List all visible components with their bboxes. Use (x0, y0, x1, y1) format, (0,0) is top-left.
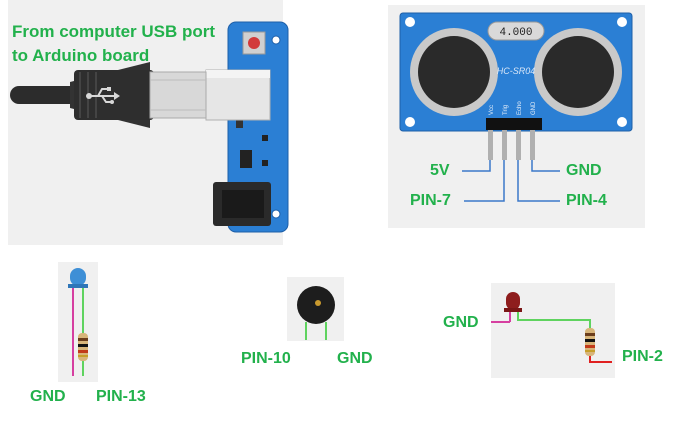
arduino-board (213, 21, 289, 233)
leader-vcc (462, 160, 491, 172)
label-gnd-blue-led: GND (30, 388, 66, 405)
leader-echo (517, 160, 560, 202)
label-gnd-buzzer: GND (337, 350, 373, 367)
usb-icon (86, 87, 120, 104)
label-pin-7: PIN-7 (410, 192, 451, 209)
label-pin-2: PIN-2 (622, 348, 663, 365)
label-gnd-sensor: GND (566, 162, 602, 179)
buzzer (297, 286, 335, 340)
red-led (491, 292, 612, 363)
sensor-model-label: HC-SR04 (497, 66, 536, 76)
usb-caption-line1: From computer USB port (12, 22, 216, 41)
pin-trig-silk: Trig (503, 105, 509, 115)
leader-gnd (531, 160, 560, 172)
label-pin-13: PIN-13 (96, 388, 146, 405)
pin-gnd-silk: GND (531, 101, 537, 115)
crystal-label: 4.000 (499, 27, 532, 39)
hc-sr04-module (399, 12, 633, 160)
usb-caption: From computer USB port to Arduino board (12, 20, 215, 68)
label-gnd-red-led: GND (443, 314, 479, 331)
pin-vcc-silk: Vcc (489, 105, 495, 115)
pin-echo-silk: Echo (517, 101, 523, 115)
label-pin-10: PIN-10 (241, 350, 291, 367)
blue-led (68, 268, 88, 376)
leader-trig (464, 160, 505, 202)
label-5v: 5V (430, 162, 450, 179)
label-pin-4: PIN-4 (566, 192, 607, 209)
usb-caption-line2: to Arduino board (12, 46, 150, 65)
